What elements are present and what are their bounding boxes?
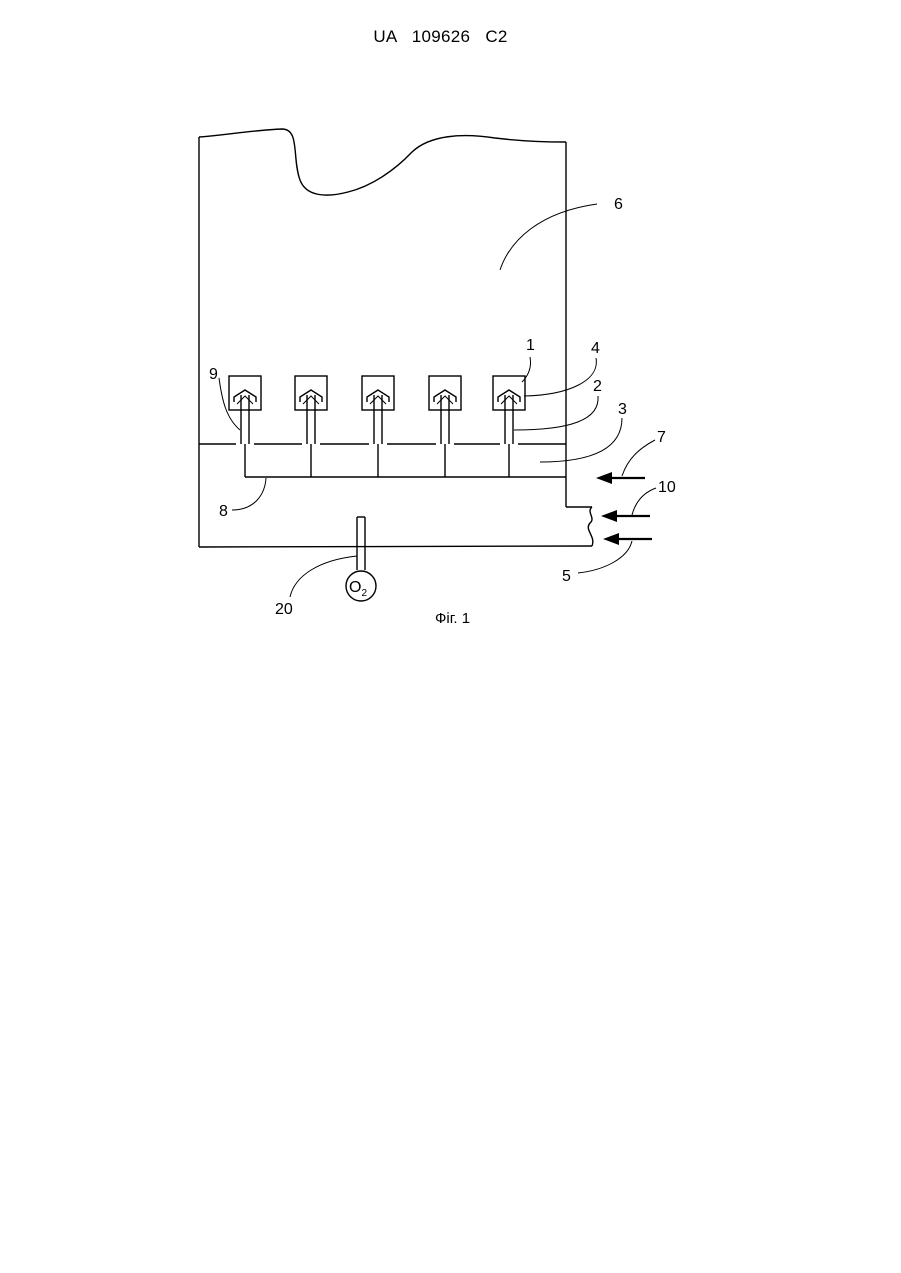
feed-pipes xyxy=(245,444,566,477)
leader-8 xyxy=(232,478,266,510)
nozzle-3 xyxy=(362,376,394,444)
label-2: 2 xyxy=(593,378,602,395)
vessel-top-break-line xyxy=(199,129,566,195)
label-3: 3 xyxy=(618,401,627,418)
nozzle-2 xyxy=(295,376,327,444)
label-9: 9 xyxy=(209,366,218,383)
leader-4 xyxy=(524,358,596,396)
label-10: 10 xyxy=(658,479,676,496)
oxygen-lance: O2 xyxy=(346,517,376,601)
vessel-bottom xyxy=(199,546,592,547)
nozzle-cap xyxy=(362,376,394,410)
leader-1 xyxy=(522,357,531,382)
label-7: 7 xyxy=(657,429,666,446)
leader-lines xyxy=(219,204,656,597)
arrow-10-head xyxy=(601,510,617,522)
nozzle-tip-inner xyxy=(303,396,319,404)
nozzle-cap xyxy=(229,376,261,410)
arrow-5-head xyxy=(603,533,619,545)
nozzle-5 xyxy=(493,376,525,444)
nozzle-1 xyxy=(229,376,261,444)
leader-2 xyxy=(514,396,598,430)
leader-3 xyxy=(540,418,622,462)
leader-7 xyxy=(622,440,655,476)
label-6: 6 xyxy=(614,196,623,213)
leader-6 xyxy=(500,204,597,270)
vessel-right-break xyxy=(588,507,593,546)
nozzle-tip-inner xyxy=(370,396,386,404)
reference-labels: 6 1 4 9 2 3 7 10 8 5 20 xyxy=(209,196,676,618)
nozzle-tip-inner xyxy=(501,396,517,404)
label-20: 20 xyxy=(275,601,293,618)
label-1: 1 xyxy=(526,337,535,354)
nozzle-cap xyxy=(493,376,525,410)
label-4: 4 xyxy=(591,340,600,357)
oxygen-symbol: O2 xyxy=(349,579,367,599)
arrow-7-head xyxy=(596,472,612,484)
inflow-arrows xyxy=(596,472,652,545)
nozzle-tip-inner xyxy=(437,396,453,404)
nozzle-cap xyxy=(295,376,327,410)
leader-10 xyxy=(632,488,656,515)
nozzle-4 xyxy=(429,376,461,444)
label-8: 8 xyxy=(219,503,228,520)
nozzle-cap xyxy=(429,376,461,410)
nozzle-tip-inner xyxy=(237,396,253,404)
label-5: 5 xyxy=(562,568,571,585)
figure-caption: Фіг. 1 xyxy=(435,610,470,627)
